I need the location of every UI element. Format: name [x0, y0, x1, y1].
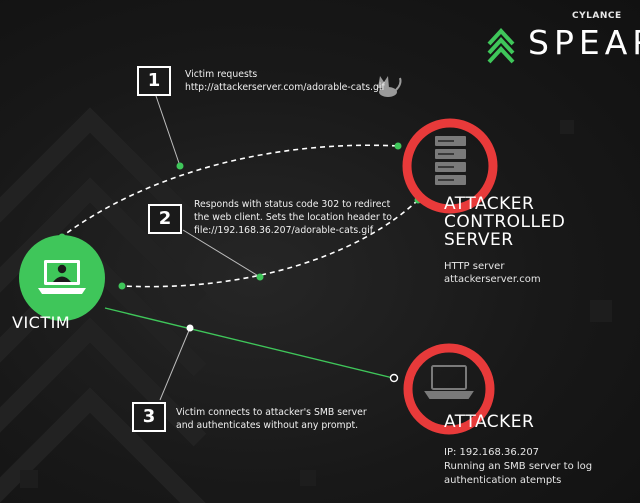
background-chevrons — [0, 107, 207, 503]
attacker-info-line2: Running an SMB server to log — [444, 461, 593, 472]
step2-number-box: 2 — [148, 204, 182, 234]
server-info-line2: attackerserver.com — [444, 274, 541, 285]
brand-company: CYLANCE — [572, 11, 622, 21]
step3-number-box: 3 — [132, 402, 166, 432]
step3-pointer — [159, 327, 191, 401]
request-arc — [59, 144, 399, 239]
step3-marker-dot — [186, 324, 194, 332]
attacker-info-line3: authentication atempts — [444, 475, 562, 486]
step1-line2: http://attackerserver.com/adorable-cats.… — [185, 82, 385, 93]
server-red-ring — [402, 118, 498, 214]
server-rack-icon — [435, 136, 466, 185]
attacker-info-line1: IP: 192.168.36.207 — [444, 447, 540, 458]
smb-connection-line — [104, 307, 394, 379]
redirect-arc — [121, 199, 419, 288]
redirect-arc-end-dot — [118, 282, 126, 290]
attacker-title: ATTACKER — [444, 412, 535, 432]
server-info-line1: HTTP server — [444, 261, 505, 272]
step1-pointer — [155, 95, 181, 167]
step3-line2: and authenticates without any prompt. — [176, 420, 359, 431]
step1-marker-dot — [176, 162, 184, 170]
smb-end-dot — [389, 373, 399, 383]
server-title-line1: ATTACKER — [444, 194, 535, 214]
request-arc-end-dot — [394, 142, 402, 150]
step1-number-box: 1 — [137, 66, 171, 96]
server-title-line3: SERVER — [444, 230, 514, 250]
step1-line1: Victim requests — [185, 69, 258, 80]
step2-line2: the web client. Sets the location header… — [194, 212, 392, 223]
user-laptop-icon — [38, 260, 86, 294]
brand-product-name: SPEAR — [528, 23, 640, 62]
spear-chevron-logo-icon — [487, 28, 515, 64]
server-title-line2: CONTROLLED — [444, 212, 566, 232]
step2-line3: file://192.168.36.207/adorable-cats.gif — [194, 225, 373, 236]
attacker-red-ring — [403, 343, 495, 435]
laptop-icon — [424, 365, 474, 399]
step2-line1: Responds with status code 302 to redirec… — [194, 199, 391, 210]
background-squares — [20, 120, 612, 488]
step3-line1: Victim connects to attacker's SMB server — [176, 407, 367, 418]
cat-icon — [378, 76, 402, 97]
step2-marker-dot — [256, 273, 264, 281]
victim-label: VICTIM — [12, 313, 71, 332]
step2-pointer — [182, 229, 261, 278]
